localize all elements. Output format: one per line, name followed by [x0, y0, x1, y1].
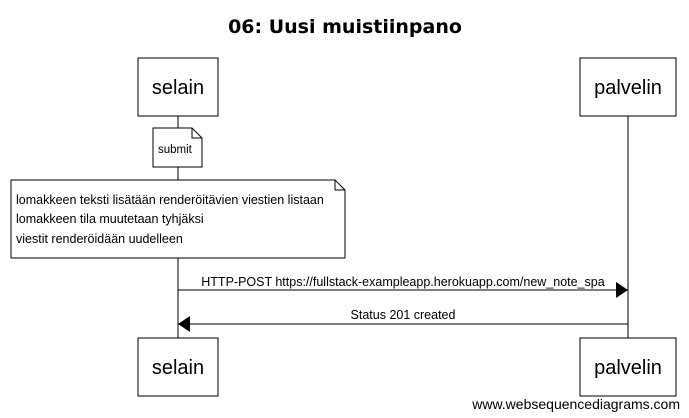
note-submit-text: submit	[158, 144, 193, 156]
message-status-201-label: Status 201 created	[351, 308, 456, 322]
message-http-post: HTTP-POST https://fullstack-exampleapp.h…	[178, 275, 628, 298]
note-line-2: lomakkeen tila muutetaan tyhjäksi	[16, 212, 204, 226]
note-render-steps: lomakkeen teksti lisätään renderöitävien…	[10, 179, 346, 259]
participant-palvelin-top: palvelin	[579, 57, 677, 117]
message-http-post-label: HTTP-POST https://fullstack-exampleapp.h…	[201, 275, 604, 289]
participant-selain-top: selain	[137, 57, 219, 117]
participant-palvelin-bottom: palvelin	[579, 337, 677, 397]
participant-selain-bottom-label: selain	[152, 357, 204, 379]
arrowhead-left-icon	[178, 316, 190, 332]
participant-selain-bottom: selain	[137, 337, 219, 397]
footer-watermark[interactable]: www.websequencediagrams.com	[471, 396, 680, 412]
note-line-1: lomakkeen teksti lisätään renderöitävien…	[16, 193, 324, 207]
message-status-201: Status 201 created	[178, 308, 628, 332]
arrowhead-right-icon	[616, 282, 628, 298]
note-line-3: viestit renderöidään uudelleen	[16, 232, 183, 246]
participant-palvelin-bottom-label: palvelin	[594, 357, 662, 379]
participant-selain-top-label: selain	[152, 77, 204, 99]
note-submit: submit	[152, 127, 203, 168]
participant-palvelin-top-label: palvelin	[594, 77, 662, 99]
diagram-title: 06: Uusi muistiinpano	[228, 16, 462, 38]
